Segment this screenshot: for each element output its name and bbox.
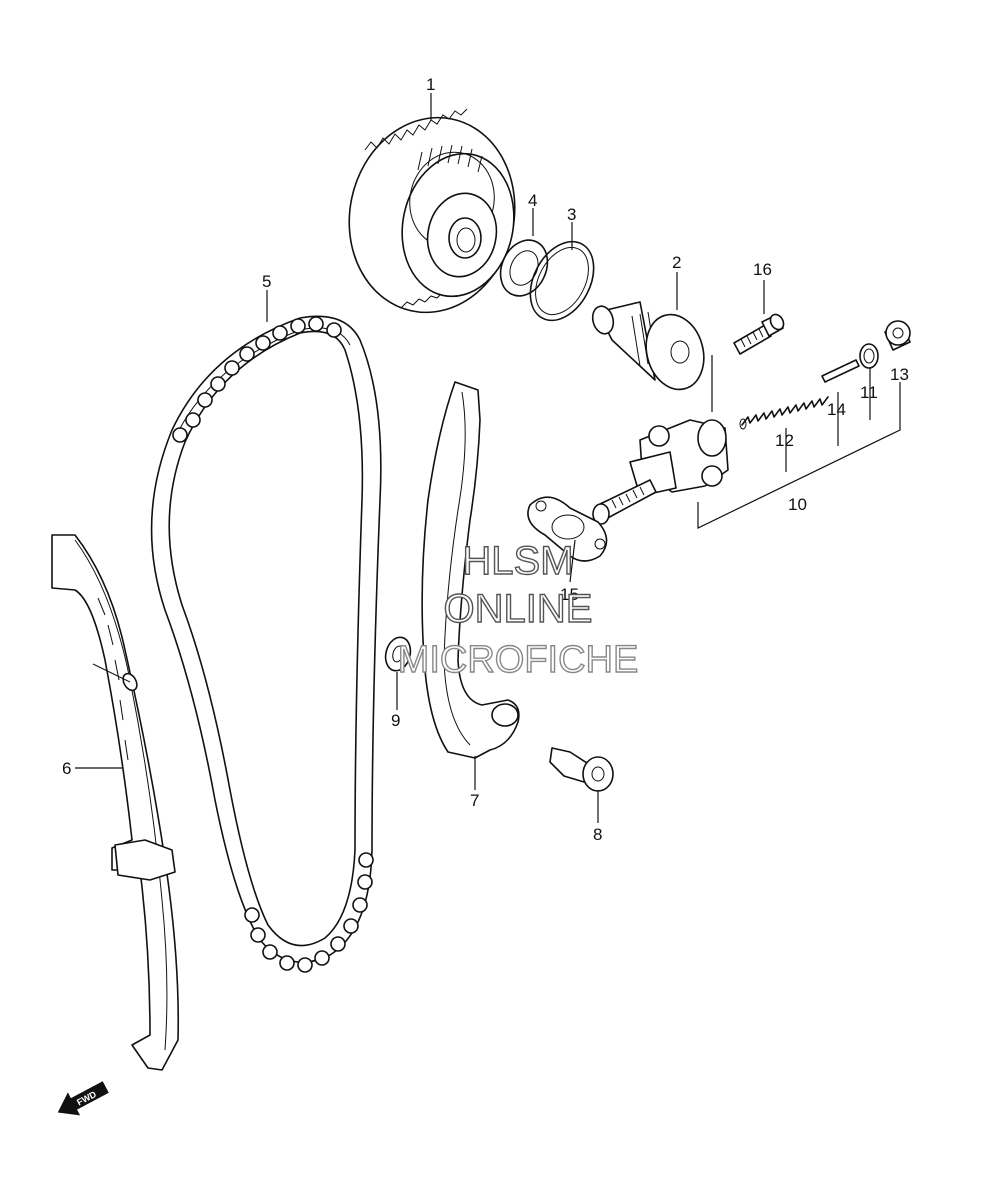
callout-5: 5 bbox=[262, 272, 271, 291]
pin-part-14 bbox=[821, 359, 860, 383]
washer-part-4 bbox=[499, 239, 549, 297]
callout-2: 2 bbox=[672, 253, 681, 272]
gasket-part-11 bbox=[859, 343, 879, 369]
callout-3: 3 bbox=[567, 205, 576, 224]
cam-sprocket-gear bbox=[348, 108, 516, 314]
callout-13: 13 bbox=[890, 365, 909, 384]
callout-11: 11 bbox=[860, 383, 878, 402]
cap-bolt-part-13 bbox=[884, 320, 911, 351]
callout-9: 9 bbox=[391, 711, 400, 730]
callout-14: 14 bbox=[827, 400, 846, 419]
washer-part-9 bbox=[384, 636, 412, 672]
pivot-bolt-part-8 bbox=[549, 747, 614, 792]
chain-links-top bbox=[172, 316, 342, 443]
callout-10: 10 bbox=[788, 495, 807, 514]
watermark-line-2: ONLINE bbox=[444, 587, 593, 631]
callouts: 1 2 3 4 5 6 7 8 9 10 11 12 13 14 15 16 bbox=[62, 75, 909, 844]
callout-8: 8 bbox=[593, 825, 602, 844]
callout-1: 1 bbox=[426, 75, 435, 94]
gasket-part-15 bbox=[527, 496, 608, 562]
chain-guide-part-7 bbox=[421, 381, 520, 759]
chain-links-bottom bbox=[244, 852, 374, 973]
chain-guide-part-6 bbox=[51, 534, 180, 1071]
callout-6: 6 bbox=[62, 759, 71, 778]
watermark-line-1: HLSM bbox=[462, 539, 573, 583]
o-ring-part-3 bbox=[529, 240, 595, 322]
callout-16: 16 bbox=[753, 260, 772, 279]
callout-7: 7 bbox=[470, 791, 479, 810]
callout-4: 4 bbox=[528, 191, 537, 210]
callout-15: 15 bbox=[560, 585, 579, 604]
fwd-arrow-icon: FWD bbox=[57, 1081, 109, 1116]
callout-12: 12 bbox=[775, 431, 794, 450]
cam-chain-part-5 bbox=[150, 315, 382, 973]
watermark-line-3: MICROFICHE bbox=[398, 639, 639, 681]
tensioner-assembly-part-10 bbox=[592, 419, 729, 525]
watermark: HLSM ONLINE MICROFICHE bbox=[397, 538, 639, 681]
sprocket-shaft-part-2 bbox=[591, 301, 705, 391]
spring-part-12 bbox=[739, 396, 829, 430]
bolt-part-16 bbox=[733, 313, 785, 355]
leader-lines bbox=[75, 93, 901, 823]
